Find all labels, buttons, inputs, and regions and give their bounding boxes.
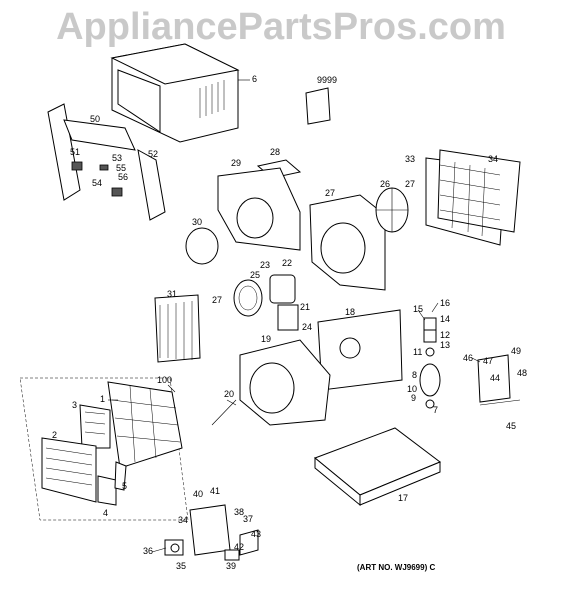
callout-27-top: 27: [405, 179, 415, 189]
callout-45: 44: [490, 373, 500, 383]
callout-43: 42: [234, 542, 244, 552]
callout-35: 34: [178, 515, 188, 525]
callout-38: 37: [243, 514, 253, 524]
compressor-group: [419, 317, 441, 409]
callout-5: 5: [122, 481, 127, 491]
fan-motor: [269, 274, 299, 331]
evaporator-coil: [154, 294, 201, 363]
callout-13: 13: [440, 340, 450, 350]
callout-7: 7: [433, 405, 438, 415]
callout-12: 12: [440, 330, 450, 340]
callout-34: 34: [488, 154, 498, 164]
base-pan: [314, 427, 441, 507]
callout-30: 29: [231, 158, 241, 168]
callout-32: 31: [167, 289, 177, 299]
callout-18: 18: [345, 307, 355, 317]
callout-9999: 9999: [317, 75, 337, 85]
cabinet-wrapper: [110, 43, 250, 143]
callout-6: 6: [252, 74, 257, 84]
callout-20: 20: [224, 389, 234, 399]
callout-27-mid: 27: [212, 295, 222, 305]
callout-26: 26: [380, 179, 390, 189]
shroud-ring: [185, 227, 219, 265]
callout-55: 54: [92, 178, 102, 188]
condenser-coil: [425, 149, 521, 246]
callout-14: 14: [440, 314, 450, 324]
watermark-text: AppliancePartsPros.com: [56, 6, 506, 48]
callout-4: 4: [103, 508, 108, 518]
blower-wheel: [233, 279, 263, 317]
callout-22: 22: [282, 258, 292, 268]
callout-57: 56: [118, 172, 128, 182]
callout-23: 23: [260, 260, 270, 270]
front-panel-assembly: [19, 377, 189, 521]
callout-44: 43: [251, 529, 261, 539]
callout-36: 35: [176, 561, 186, 571]
callout-39: 38: [234, 507, 244, 517]
callout-1: 1: [100, 394, 105, 404]
callout-24: 24: [302, 322, 312, 332]
callout-47: 46: [463, 353, 473, 363]
control-box: [164, 504, 259, 561]
callout-52: 51: [70, 147, 80, 157]
partition-panel: [317, 309, 403, 391]
callout-100: 100: [157, 375, 172, 385]
callout-9: 9: [411, 393, 416, 403]
scroll-housing: [239, 339, 331, 426]
callout-28: 27: [325, 188, 335, 198]
callout-40: 39: [226, 561, 236, 571]
orifice-shroud: [217, 167, 301, 251]
callout-25: 25: [250, 270, 260, 280]
callout-51: 50: [90, 114, 100, 124]
callout-48: 47: [483, 356, 493, 366]
mounting-bracket: [477, 354, 521, 406]
callout-31: 30: [192, 217, 202, 227]
callout-15: 15: [413, 304, 423, 314]
callout-33: 33: [405, 154, 415, 164]
callout-46: 45: [506, 421, 516, 431]
callout-49: 48: [517, 368, 527, 378]
callout-3: 3: [72, 400, 77, 410]
callout-19: 19: [261, 334, 271, 344]
owners-manual: [305, 87, 331, 125]
callout-41: 40: [193, 489, 203, 499]
callout-21: 21: [300, 302, 310, 312]
art-number: (ART NO. WJ9699) C: [357, 563, 436, 572]
callout-29: 28: [270, 147, 280, 157]
fan-shroud: [309, 194, 386, 291]
callout-54: 53: [112, 153, 122, 163]
callout-37: 36: [143, 546, 153, 556]
callout-56: 55: [116, 163, 126, 173]
callout-50: 49: [511, 346, 521, 356]
callout-42: 41: [210, 486, 220, 496]
callout-2: 2: [52, 430, 57, 440]
condenser-fan-blade: [375, 187, 409, 233]
callout-17: 17: [398, 493, 408, 503]
callout-16: 16: [440, 298, 450, 308]
callout-11: 11: [413, 347, 422, 357]
callout-8: 8: [412, 370, 417, 380]
side-panel-assembly: [47, 103, 166, 221]
shaft: [211, 399, 237, 426]
callout-53: 52: [148, 149, 158, 159]
callout-10: 10: [407, 384, 417, 394]
